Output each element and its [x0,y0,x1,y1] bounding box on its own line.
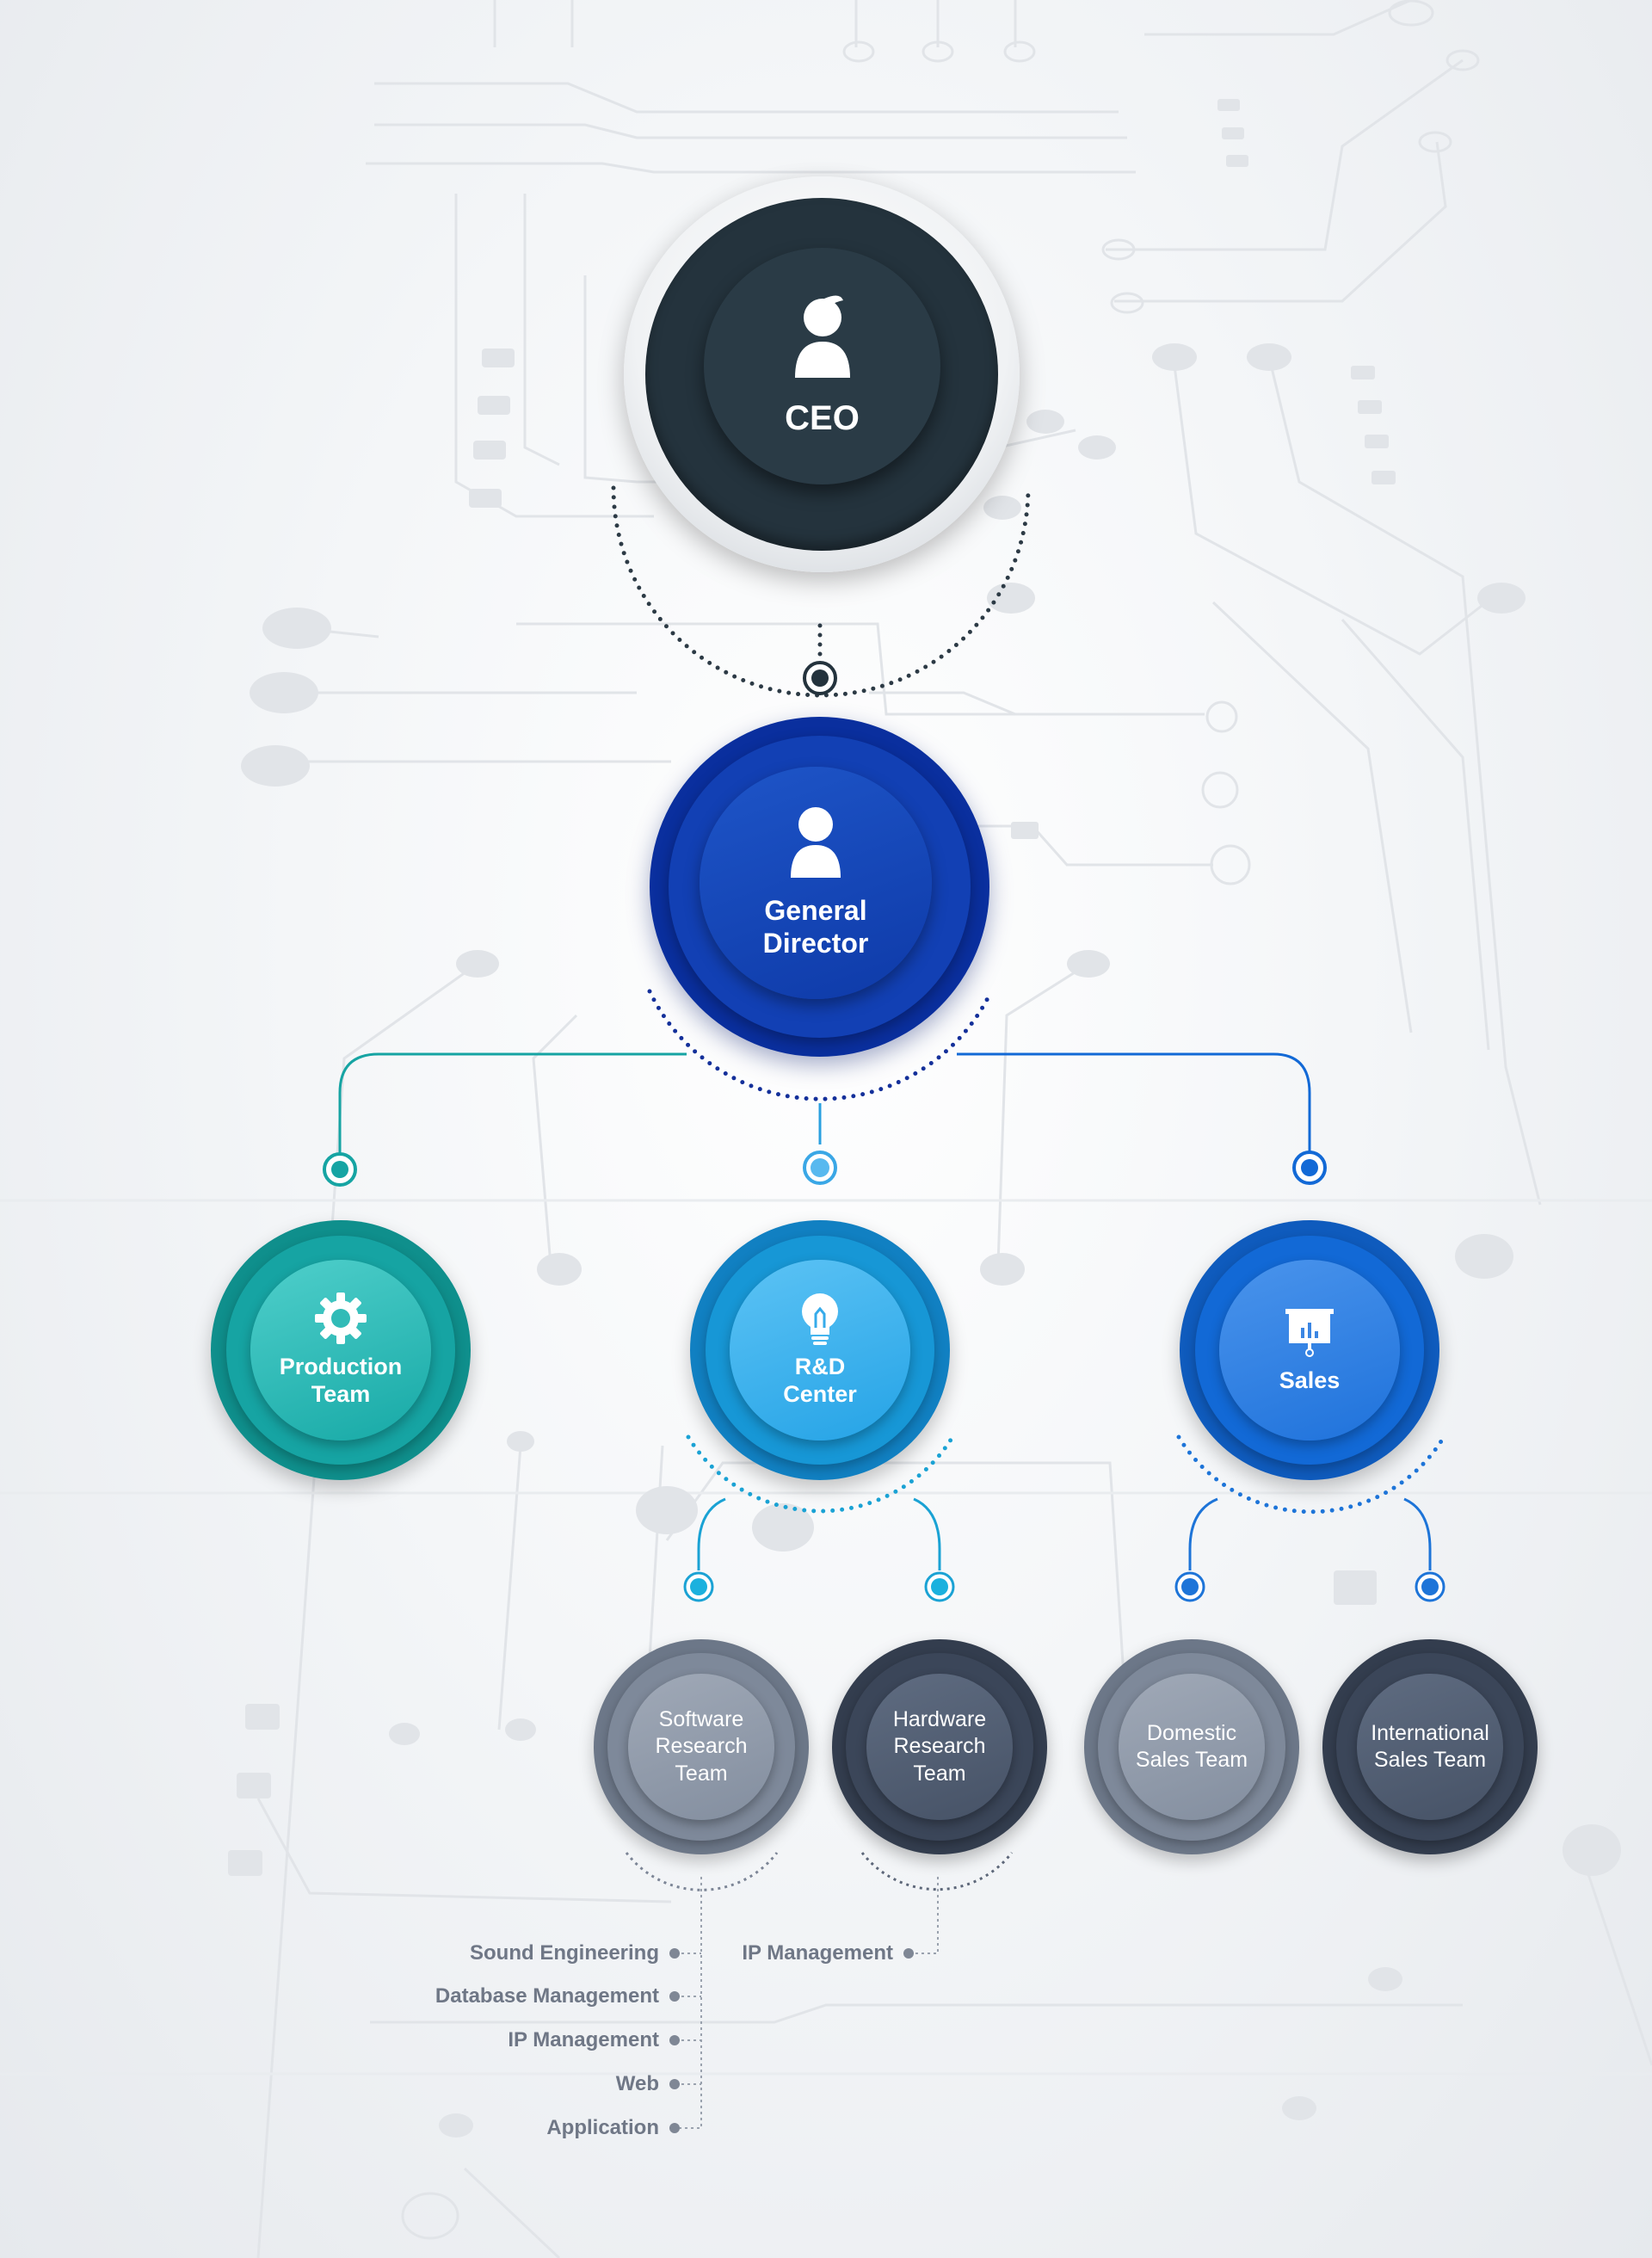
list-item: Database Management [435,1984,659,2008]
production-team-label: Production Team [279,1354,403,1407]
person-icon [794,295,850,378]
list-item: Application [546,2116,659,2139]
person-icon [791,807,841,879]
lightbulb-icon [802,1293,838,1346]
list-item: Sound Engineering [470,1941,659,1965]
gear-icon [315,1292,367,1345]
general-director-label: General Director [762,895,869,959]
hardware-research-team-node[interactable]: Hardware Research Team [832,1639,1047,1854]
international-sales-team-node[interactable]: International Sales Team [1322,1639,1538,1854]
rnd-center-node[interactable]: R&D Center [690,1220,950,1480]
list-item: Web [615,2072,659,2095]
list-item: IP Management [742,1941,893,1965]
domestic-sales-team-node[interactable]: Domestic Sales Team [1084,1639,1299,1854]
general-director-node[interactable]: General Director [650,717,989,1057]
software-research-team-label: Software Research Team [655,1707,748,1786]
rnd-center-label: R&D Center [783,1354,857,1407]
domestic-sales-team-label: Domestic Sales Team [1135,1720,1248,1772]
international-sales-team-label: International Sales Team [1371,1720,1489,1772]
hardware-research-team-label: Hardware Research Team [892,1707,987,1786]
ceo-node[interactable]: CEO [624,176,1020,572]
ceo-label: CEO [785,398,860,437]
software-research-team-node[interactable]: Software Research Team [594,1639,809,1854]
sales-node[interactable]: Sales [1180,1220,1439,1480]
presentation-board-icon [1285,1309,1334,1358]
list-item: IP Management [508,2028,659,2051]
production-team-node[interactable]: Production Team [211,1220,471,1480]
sales-label: Sales [1279,1367,1341,1394]
